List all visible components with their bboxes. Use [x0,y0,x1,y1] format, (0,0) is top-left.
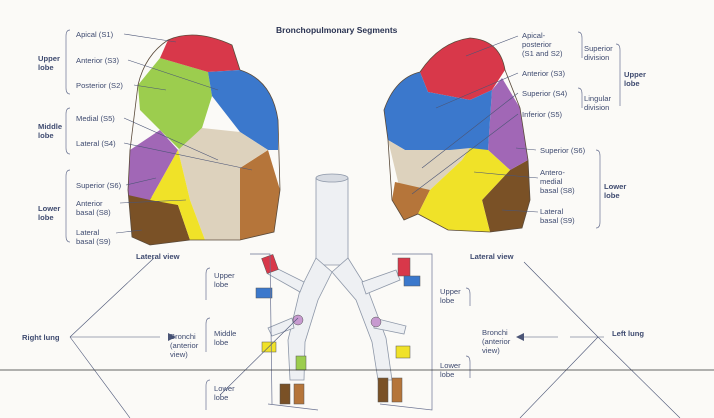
segment-superior-left [488,78,528,170]
segment-superior-right [128,130,178,200]
right-lower-lobe-label: Lower lobe [38,204,61,222]
segment-anteromedial-basal-left [418,148,510,232]
right-middle-branch [267,317,295,337]
carina-mark-left [370,316,382,328]
left-lung-lateral [383,37,531,233]
segment-lateral-basal-right [128,190,190,245]
tip-yellow-left [395,345,411,359]
label-superior-s6-right: Superior (S6) [76,181,122,190]
tip-green-right [295,355,307,371]
arrow-to-right-bronchi [168,333,176,341]
bronchi-left-lower-lobe: Lower lobe [440,361,461,379]
carina-mark-right [292,314,304,326]
label-apical-s1: Apical (S1) [76,30,114,39]
bronchi-label-left: Bronchi (anterior view) [482,328,511,355]
bronchial-tree [267,173,407,381]
tip-blue-left [403,275,421,287]
tip-brown-left [377,377,389,403]
left-lung-label: Left lung [612,329,645,338]
label-lateral-basal-s9-right: Lateral basal (S9) [76,228,111,246]
left-lung-outline [383,37,531,233]
right-lung-lateral [127,34,281,246]
bronchi-right-lower-lobe: Lower lobe [214,384,235,402]
segment-lower-right-edge [240,150,280,240]
tip-blue-right [255,287,273,299]
segment-posterior-right [138,58,212,150]
left-upper-lobe-label: Upper lobe [624,70,646,88]
right-lung-label: Right lung [22,333,60,342]
right-lung-outline [127,34,281,246]
label-lateral-basal-s9-left: Lateral basal (S9) [540,207,575,225]
trachea-opening [315,173,349,183]
segment-inferior-lingular-left [392,182,430,220]
segment-anterior-left [384,72,492,150]
tip-brown2-left [391,377,403,403]
segment-apical-right [160,35,240,72]
segment-lateral-s4-right [178,128,268,240]
label-anteromedial-basal: Antero- medial basal (S8) [540,168,575,195]
tip-red-left [397,257,411,277]
right-middle-lobe-label: Middle lobe [38,122,63,140]
trachea [315,177,349,266]
tip-brown2-right [293,383,305,405]
segment-superior-lingular-left [388,140,470,190]
bronchi-right-upper-lobe: Upper lobe [214,271,235,289]
bronchi-label-right: Bronchi (anterior view) [170,332,199,359]
bracket-lines [65,29,621,411]
leader-lines [69,33,681,418]
label-anterior-s3-right: Anterior (S3) [76,56,120,65]
label-superior-s4: Superior (S4) [522,89,568,98]
label-medial-s5: Medial (S5) [76,114,115,123]
segment-anterior-basal-right [150,150,205,240]
label-lingular-division: Lingular division [584,94,612,112]
diagram-title: Bronchopulmonary Segments [276,25,398,35]
right-upper-branch [267,265,305,293]
left-lower-lobe-label: Lower lobe [604,182,627,200]
right-lateral-view-label: Lateral view [136,252,180,261]
arrow-to-left-bronchi [516,333,524,341]
label-posterior-s2: Posterior (S2) [76,81,123,90]
label-inferior-s5: Inferior (S5) [522,110,563,119]
right-upper-lobe-label: Upper lobe [38,54,60,72]
label-superior-division: Superior division [584,44,613,62]
segment-apical-posterior-left [420,38,505,100]
label-lateral-s4: Lateral (S4) [76,139,116,148]
bronchi-left-upper-lobe: Upper lobe [440,287,461,305]
segment-anterior-right [208,70,278,150]
segment-lateral-basal-left [482,160,530,232]
segmental-bronchi-tips [255,254,421,405]
label-superior-s6-left: Superior (S6) [540,146,586,155]
bronchi-right-middle-lobe: Middle lobe [214,329,237,347]
label-anterior-s3-left: Anterior (S3) [522,69,566,78]
label-anterior-basal-s8: Anterior basal (S8) [76,199,111,217]
left-lateral-view-label: Lateral view [470,252,514,261]
tip-brown-right [279,383,291,405]
left-upper-branch [361,269,401,295]
right-main-bronchus [287,257,333,381]
label-apical-posterior: Apical- posterior (S1 and S2) [522,31,563,58]
